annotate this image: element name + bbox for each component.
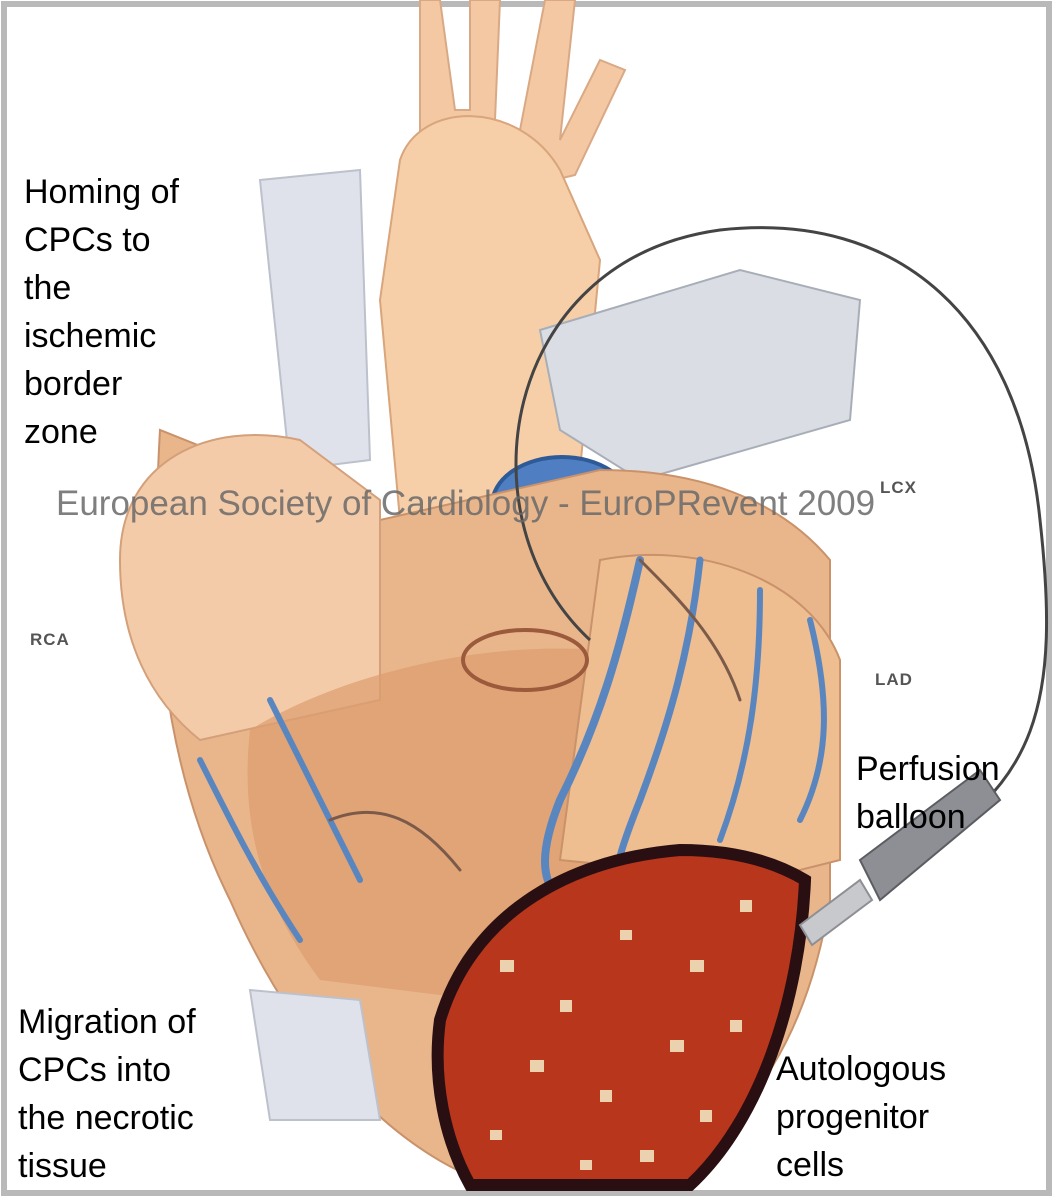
inferior-vena-cava bbox=[250, 990, 380, 1120]
homing-line: CPCs to bbox=[24, 216, 179, 264]
autologous-line: Autologous bbox=[776, 1045, 946, 1093]
homing-label: Homing of CPCs to the ischemic border zo… bbox=[24, 168, 179, 456]
migration-line: Migration of bbox=[18, 998, 196, 1046]
lcx-label: LCX bbox=[880, 478, 917, 498]
perfusion-label: Perfusion balloon bbox=[856, 745, 1000, 841]
lad-label: LAD bbox=[875, 670, 913, 690]
perfusion-line: Perfusion bbox=[856, 745, 1000, 793]
migration-line: CPCs into bbox=[18, 1046, 196, 1094]
homing-line: the bbox=[24, 264, 179, 312]
autologous-label: Autologous progenitor cells bbox=[776, 1045, 946, 1189]
rca-label: RCA bbox=[30, 630, 70, 650]
homing-line: zone bbox=[24, 408, 179, 456]
left-ventricle bbox=[560, 555, 840, 880]
watermark: European Society of Cardiology - EuroPRe… bbox=[56, 484, 875, 524]
homing-line: border bbox=[24, 360, 179, 408]
autologous-line: cells bbox=[776, 1141, 946, 1189]
homing-line: Homing of bbox=[24, 168, 179, 216]
perfusion-line: balloon bbox=[856, 793, 1000, 841]
autologous-line: progenitor bbox=[776, 1093, 946, 1141]
homing-line: ischemic bbox=[24, 312, 179, 360]
migration-label: Migration of CPCs into the necrotic tiss… bbox=[18, 998, 196, 1190]
migration-line: the necrotic bbox=[18, 1094, 196, 1142]
migration-line: tissue bbox=[18, 1142, 196, 1190]
